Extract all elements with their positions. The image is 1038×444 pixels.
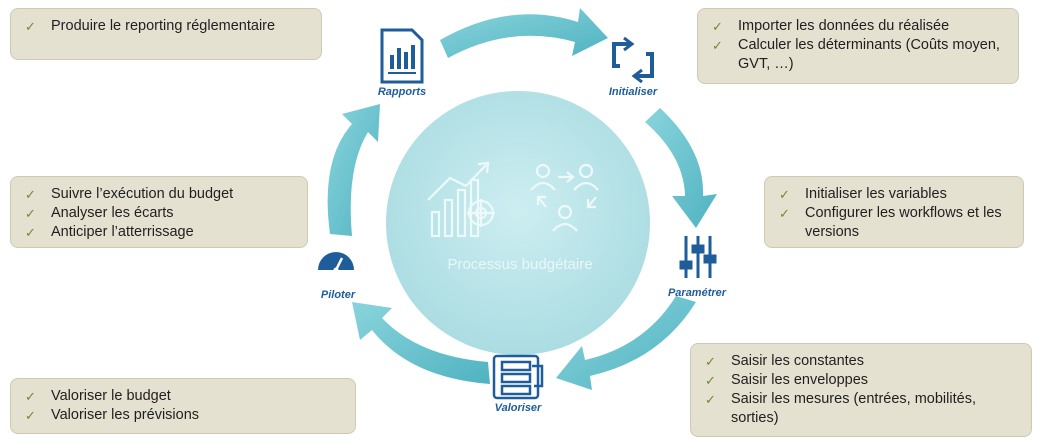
check-icon: ✓: [25, 408, 36, 423]
check-icon: ✓: [779, 187, 790, 202]
check-icon: ✓: [712, 38, 723, 53]
check-icon: ✓: [705, 373, 716, 388]
list-item: ✓Anticiper l’atterrissage: [25, 224, 194, 240]
list-item: ✓Saisir les enveloppes: [705, 372, 869, 388]
list-item: ✓Valoriser le budget: [25, 388, 171, 404]
list-item: ✓Analyser les écarts: [25, 205, 174, 221]
list-item: ✓Produire le reporting réglementaire: [25, 18, 276, 34]
arrow-rapports-to-initialiser: [440, 8, 608, 58]
box-rapports: ✓Produire le reporting réglementaire: [10, 8, 322, 60]
step-label-rapports: Rapports: [377, 86, 427, 98]
list-item: ✓Importer les données du réalisée: [712, 18, 950, 34]
check-icon: ✓: [712, 19, 723, 34]
box-parametrer: ✓Initialiser les variables ✓Configurer l…: [764, 176, 1024, 248]
step-label-parametrer: Paramétrer: [667, 287, 727, 299]
check-icon: ✓: [705, 354, 716, 369]
list-item: ✓Calculer les déterminants (Coûts moyen,…: [712, 37, 1000, 72]
center-circle: [386, 91, 650, 355]
arrow-valoriser-to-piloter: [352, 302, 490, 384]
list-item: ✓Saisir les mesures (entrées, mobilités,…: [705, 391, 976, 426]
list-item: ✓Saisir les constantes: [705, 353, 864, 369]
check-icon: ✓: [779, 206, 790, 221]
check-icon: ✓: [25, 225, 36, 240]
list-item: ✓Configurer les workflows et les version…: [779, 205, 1002, 240]
list-item: ✓Initialiser les variables: [779, 186, 947, 202]
gauge-icon: [318, 252, 354, 273]
box-valoriser: ✓Saisir les constantes ✓Saisir les envel…: [690, 343, 1032, 437]
center-label: Processus budgétaire: [447, 256, 593, 273]
step-label-piloter: Piloter: [320, 289, 356, 301]
refresh-arrows-icon: [612, 36, 654, 84]
arrow-initialiser-to-parametrer: [645, 108, 717, 228]
report-document-icon: [380, 28, 424, 84]
check-icon: ✓: [25, 187, 36, 202]
check-icon: ✓: [25, 389, 36, 404]
check-icon: ✓: [25, 206, 36, 221]
check-icon: ✓: [705, 392, 716, 407]
step-label-initialiser: Initialiser: [608, 86, 658, 98]
step-label-valoriser: Valoriser: [494, 402, 542, 414]
growth-chart-target-icon: [427, 161, 495, 238]
flow-stack-icon: [492, 354, 544, 400]
list-item: ✓Suivre l’exécution du budget: [25, 186, 234, 202]
box-initialiser: ✓Importer les données du réalisée ✓Calcu…: [697, 8, 1019, 84]
check-icon: ✓: [25, 19, 36, 34]
arrow-piloter-to-rapports: [327, 104, 380, 236]
list-item: ✓Valoriser les prévisions: [25, 407, 200, 423]
sliders-icon: [679, 236, 717, 278]
arrow-parametrer-to-valoriser: [556, 296, 696, 390]
team-exchange-icon: [530, 163, 599, 232]
box-valoriser-left: ✓Valoriser le budget ✓Valoriser les prév…: [10, 378, 356, 434]
box-piloter: ✓Suivre l’exécution du budget ✓Analyser …: [10, 176, 308, 248]
